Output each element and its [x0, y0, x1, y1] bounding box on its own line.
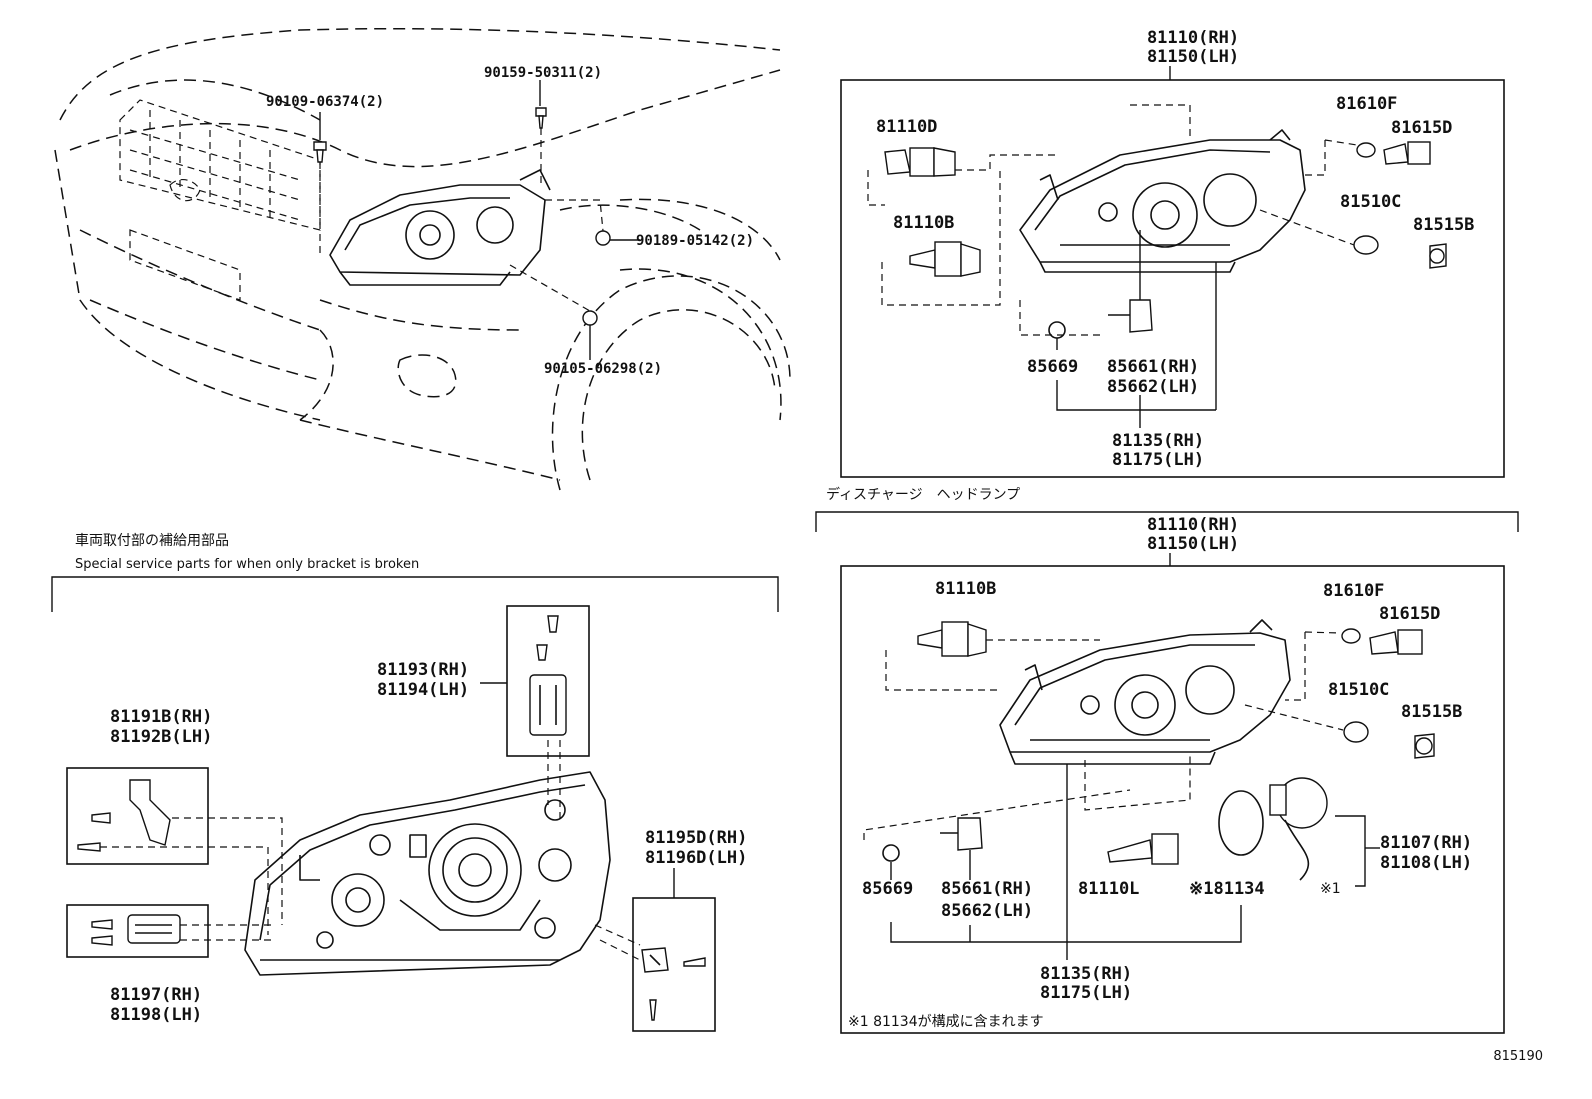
- label-81510c-halogen: 81510C: [1340, 192, 1401, 212]
- halogen-assembly-rh: 81110(RH): [1147, 28, 1239, 48]
- label-81193: 81193(RH): [377, 660, 469, 680]
- gasket-81134: [1218, 790, 1264, 856]
- socket-81515b-discharge: [1414, 733, 1435, 759]
- label-81135-halogen: 81135(RH): [1112, 431, 1204, 451]
- label-85662-halogen: 85662(LH): [1107, 377, 1199, 397]
- halogen-frame: [840, 79, 1505, 478]
- label-81192b: 81192B(LH): [110, 727, 212, 747]
- label-81175-discharge: 81175(LH): [1040, 983, 1132, 1003]
- bracket-81191b: [77, 779, 171, 852]
- service-title-jp: 車両取付部の補給用部品: [75, 532, 229, 549]
- socket-81515b: [1429, 243, 1447, 269]
- vehicle-front-view: [54, 27, 791, 491]
- bracket-81195d: [641, 947, 706, 1021]
- label-81110d: 81110D: [876, 117, 937, 137]
- label-85669-discharge: 85669: [862, 879, 913, 899]
- label-81107: 81107(RH): [1380, 833, 1472, 853]
- bulb-81615d-discharge: [1369, 629, 1423, 655]
- discharge-footnote: ※1 81134が構成に含まれます: [848, 1014, 1044, 1030]
- label-81191b: 81191B(RH): [110, 707, 212, 727]
- label-81515b-halogen: 81515B: [1413, 215, 1474, 235]
- hid-bulb-81110l: [1107, 833, 1179, 865]
- diagram-id: 815190: [1493, 1049, 1543, 1064]
- label-81610f-discharge: 81610F: [1323, 581, 1384, 601]
- label-85669-halogen: 85669: [1027, 357, 1078, 377]
- label-81615d-discharge: 81615D: [1379, 604, 1440, 624]
- label-81110b-halogen: 81110B: [893, 213, 954, 233]
- label-81510c-discharge: 81510C: [1328, 680, 1389, 700]
- bulb-81110b-discharge: [917, 621, 987, 657]
- label-81108: 81108(LH): [1380, 853, 1472, 873]
- label-85661-discharge: 85661(RH): [941, 879, 1033, 899]
- bulb-81110b: [909, 241, 981, 277]
- label-81197: 81197(RH): [110, 985, 202, 1005]
- discharge-assembly-lh: 81150(LH): [1147, 534, 1239, 554]
- ballast-81107: [1269, 777, 1328, 881]
- bracket-81193: [529, 615, 567, 736]
- discharge-frame: [840, 565, 1505, 1034]
- label-81110l: 81110L: [1078, 879, 1139, 899]
- label-81198: 81198(LH): [110, 1005, 202, 1025]
- bracket-81197: [91, 914, 181, 946]
- lens-81510c: [1353, 235, 1379, 255]
- lens-81510c-discharge: [1343, 721, 1369, 743]
- label-81110b-discharge: 81110B: [935, 579, 996, 599]
- label-81135-discharge: 81135(RH): [1040, 964, 1132, 984]
- bulb-81615d: [1383, 141, 1431, 165]
- discharge-title: ディスチャージ ヘッドランプ: [826, 486, 1020, 503]
- label-81610f-halogen: 81610F: [1336, 94, 1397, 114]
- label-81194: 81194(LH): [377, 680, 469, 700]
- label-81196d: 81196D(LH): [645, 848, 747, 868]
- halogen-assembly-lh: 81150(LH): [1147, 47, 1239, 67]
- label-81615d-halogen: 81615D: [1391, 118, 1452, 138]
- discharge-assembly-rh: 81110(RH): [1147, 515, 1239, 535]
- callout-90159: 90159-50311(2): [484, 65, 602, 81]
- label-85661-halogen: 85661(RH): [1107, 357, 1199, 377]
- label-81515b-discharge: 81515B: [1401, 702, 1462, 722]
- callout-90105: 90105-06298(2): [544, 361, 662, 377]
- discharge-headlamp-drawing: [999, 619, 1291, 765]
- callout-90109: 90109-06374(2): [266, 94, 384, 110]
- bulb-81110d: [884, 147, 956, 177]
- oring-85669-discharge: [882, 844, 900, 862]
- headlamp-rear-drawing: [244, 771, 611, 976]
- seal-81610f-discharge: [1341, 628, 1361, 644]
- socket-85661-discharge: [940, 817, 983, 851]
- label-81195d: 81195D(RH): [645, 828, 747, 848]
- halogen-headlamp-drawing: [1019, 129, 1306, 273]
- label-85662-discharge: 85662(LH): [941, 901, 1033, 921]
- label-81175-halogen: 81175(LH): [1112, 450, 1204, 470]
- label-81134: ※181134: [1189, 879, 1265, 899]
- service-title-en: Special service parts for when only brac…: [75, 557, 419, 572]
- callout-90189: 90189-05142(2): [636, 233, 754, 249]
- seal-81610f: [1356, 142, 1376, 158]
- socket-85661: [1108, 299, 1153, 333]
- ballast-note-mark: ※1: [1320, 881, 1341, 897]
